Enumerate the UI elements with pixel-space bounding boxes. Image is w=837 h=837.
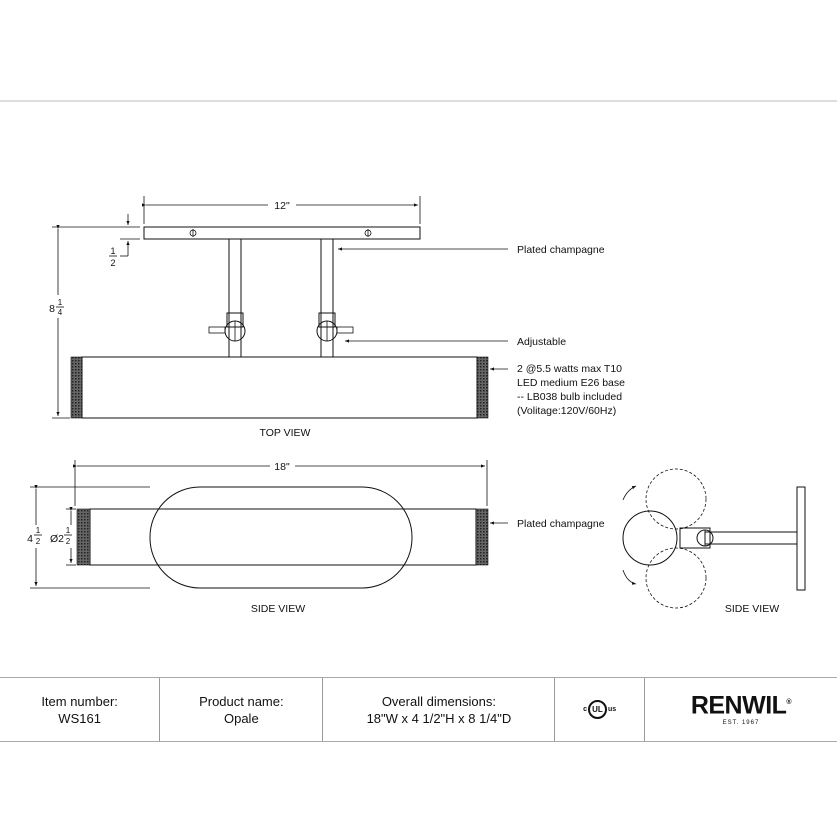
svg-text:1: 1 [36,526,41,535]
side-width-dim: 18" [274,461,290,473]
light-tube-side [89,508,477,566]
caption-side-view: SIDE VIEW [251,603,305,615]
svg-text:2: 2 [66,537,71,546]
svg-text:4: 4 [58,308,63,317]
item-number-value: WS161 [58,710,101,726]
svg-text:Ø2: Ø2 [50,533,64,545]
bulb-shade [622,510,678,566]
item-number-label: Item number: [41,693,118,709]
side-view: 18" 4 1 2 Ø2 1 2 Plated champagne SIDE V… [27,460,605,615]
product-name-cell: Product name: Opale [160,678,324,741]
top-view: 12" 8 1 4 1 2 P [49,196,625,439]
svg-text:8: 8 [49,303,55,315]
svg-text:2: 2 [110,258,115,268]
brand-logo: RENWIL® EST. 1967 [690,691,792,726]
dimensions-label: Overall dimensions: [381,693,496,709]
light-tube [81,356,478,419]
svg-text:1: 1 [110,246,115,256]
svg-text:1: 1 [58,298,63,307]
caption-side-view-2: SIDE VIEW [725,603,779,615]
svg-text:-- LB038 bulb included: -- LB038 bulb included [517,391,622,403]
svg-text:(Volitage:120V/60Hz): (Volitage:120V/60Hz) [517,405,616,417]
wall-plate [143,226,421,240]
svg-text:LED medium E26 base: LED medium E26 base [517,377,625,389]
dimensions-value: 18"W x 4 1/2"H x 8 1/4"D [366,710,512,726]
svg-text:4: 4 [27,533,33,545]
svg-text:1: 1 [66,526,71,535]
info-table: Item number: WS161 Product name: Opale O… [0,677,837,742]
svg-text:2: 2 [36,537,41,546]
dimensions-cell: Overall dimensions: 18"W x 4 1/2"H x 8 1… [323,678,556,741]
label-adjustable: Adjustable [517,336,566,348]
item-number-cell: Item number: WS161 [0,678,161,741]
caption-top-view: TOP VIEW [260,427,311,439]
product-name-value: Opale [223,710,259,726]
backplate-shape [149,486,413,589]
top-width-dim: 12" [274,200,290,212]
side-view-profile: SIDE VIEW [622,468,806,615]
bulb-spec: 2 @5.5 watts max T10 LED medium E26 base… [517,363,625,417]
svg-text:2 @5.5 watts max T10: 2 @5.5 watts max T10 [517,363,622,375]
product-name-label: Product name: [199,693,284,709]
label-finish: Plated champagne [517,244,605,256]
label-finish-side: Plated champagne [517,518,605,530]
